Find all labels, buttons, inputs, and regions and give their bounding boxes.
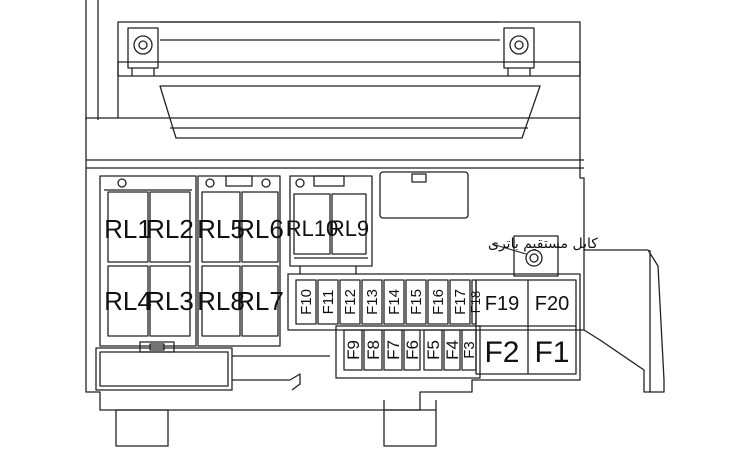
fuse-f2-label: F2 xyxy=(484,336,519,369)
fuse-f7-label: F7 xyxy=(384,340,403,360)
relay-rl10-label: RL10 xyxy=(286,216,339,241)
fuse-f11-label: F11 xyxy=(320,290,337,315)
relay-rl6-label: RL6 xyxy=(236,214,284,244)
fuse-f16-label: F16 xyxy=(430,289,447,315)
relay-rl1 xyxy=(107,191,149,263)
battery-terminal xyxy=(513,235,559,277)
fuse-f12-label: F12 xyxy=(342,289,359,315)
fuse-f9-label: F9 xyxy=(344,340,363,360)
mounting-bolt-right xyxy=(503,27,535,76)
relay-bay-left xyxy=(99,175,197,347)
relay-rl3-label: RL3 xyxy=(146,286,194,316)
mount-foot-right xyxy=(383,400,437,447)
relay-rl3 xyxy=(149,265,191,337)
relay-rl2-label: RL2 xyxy=(146,214,194,244)
relay-rl8-label: RL8 xyxy=(197,286,245,316)
relay-rl7-label: RL7 xyxy=(236,286,284,316)
cover-tab xyxy=(379,171,469,219)
relay-rl7 xyxy=(241,265,279,337)
relay-rl6 xyxy=(241,191,279,263)
fuse-f6-label: F6 xyxy=(403,340,422,360)
fuse-f14-label: F14 xyxy=(386,289,403,315)
fuse-f18-label: F18 xyxy=(468,291,483,313)
relay-rl4-label: RL4 xyxy=(104,286,152,316)
fuse-row-lower xyxy=(343,329,477,371)
fuse-f4-label: F4 xyxy=(443,340,462,360)
battery-cable-callout: کابل مستقیم باتری xyxy=(488,236,598,252)
fuse-f1-label: F1 xyxy=(534,336,569,369)
callout-leader xyxy=(491,243,527,255)
relay-rl9-label: RL9 xyxy=(329,216,369,241)
relay-rl10 xyxy=(293,193,331,255)
fuse-f17-label: F17 xyxy=(452,289,469,315)
cable-harness xyxy=(583,249,665,393)
relay-bay-right xyxy=(289,175,373,274)
relay-rl1-label: RL1 xyxy=(104,214,152,244)
housing xyxy=(85,0,585,411)
fuse-f20-label: F20 xyxy=(535,293,569,315)
relay-rl2 xyxy=(149,191,191,263)
lower-connector xyxy=(95,341,330,391)
relay-bay-middle xyxy=(197,175,281,347)
fuse-f10-label: F10 xyxy=(298,289,315,315)
mount-foot-left xyxy=(115,409,169,447)
fuse-f3-label: F3 xyxy=(461,341,478,359)
relay-rl5 xyxy=(201,191,241,263)
fuse-f13-label: F13 xyxy=(364,289,381,315)
relay-rl8 xyxy=(201,265,241,337)
relay-rl4 xyxy=(107,265,149,337)
fuse-row-upper xyxy=(295,279,477,325)
fuse-f5-label: F5 xyxy=(424,340,443,360)
relay-rl9 xyxy=(331,193,367,255)
fuse-f19-label: F19 xyxy=(485,293,519,315)
mounting-bolt-left xyxy=(127,27,159,76)
fuse-f15-label: F15 xyxy=(408,289,425,315)
relay-rl5-label: RL5 xyxy=(197,214,245,244)
fuse-f8-label: F8 xyxy=(364,340,383,360)
